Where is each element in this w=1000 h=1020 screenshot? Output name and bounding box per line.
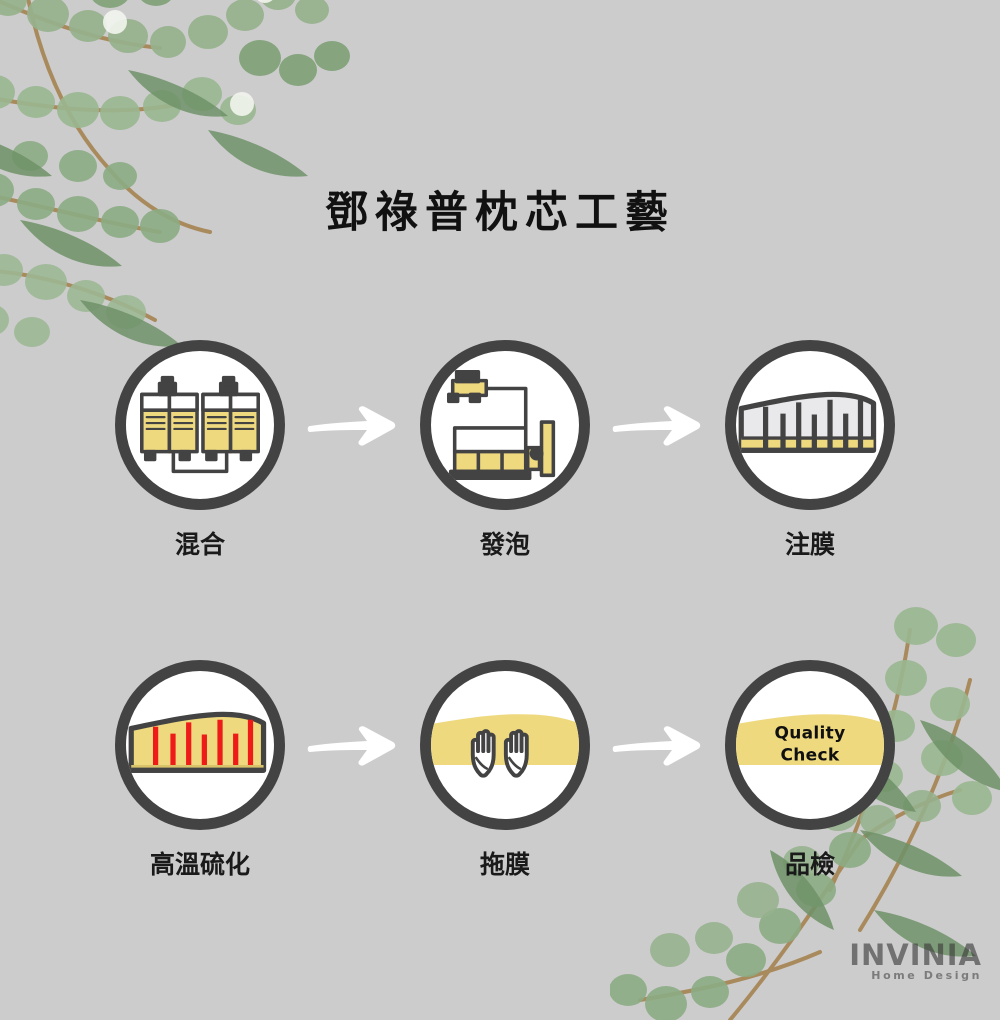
process-step-label: 拖膜 [479,850,530,879]
process-step-icon-circle: Quality Check [725,660,895,830]
foaming-machine-icon [446,369,556,481]
arrow-right-icon [307,406,395,446]
mold-injection-icon [738,391,877,453]
process-step-icon-circle [420,340,590,510]
process-row-bottom: 高溫硫化 [95,660,915,980]
quality-check-icon [736,714,884,766]
quality-check-text: Quality Check [736,723,884,767]
page-title: 鄧祿普枕芯工藝 [325,188,675,238]
process-step-label: 高溫硫化 [149,850,250,879]
flow-arrow-2 [605,340,710,510]
arrow-right-icon [307,726,395,766]
process-step-label: 品檢 [784,850,835,879]
process-step-mixing[interactable]: 混合 [100,340,300,561]
brand-logo: INVINIA Home Design [849,938,982,982]
process-step-icon-circle [420,660,590,830]
flow-arrow-4 [605,660,710,830]
vulcanization-icon [128,711,267,773]
process-step-demolding[interactable]: 拖膜 [405,660,605,881]
process-step-foaming[interactable]: 發泡 [405,340,605,561]
flow-arrow-3 [300,660,405,830]
process-step-label: 注膜 [784,530,835,559]
brand-name: INVINIA [849,938,982,972]
process-step-icon-circle [115,340,285,510]
process-flow-diagram: 混合 [95,340,915,980]
brand-tagline: Home Design [871,969,982,982]
demolding-hands-icon [431,714,579,778]
process-row-top: 混合 [95,340,915,660]
flow-arrow-1 [300,340,405,510]
process-step-icon-circle [725,340,895,510]
arrow-right-icon [612,406,700,446]
arrow-right-icon [612,726,700,766]
quality-check-line2: Check [780,745,840,765]
quality-check-line1: Quality [774,723,846,744]
process-step-vulcanization[interactable]: 高溫硫化 [100,660,300,881]
process-step-label: 發泡 [479,530,530,559]
process-step-mold-injection[interactable]: 注膜 [710,340,910,561]
process-step-quality-check[interactable]: Quality Check 品檢 [710,660,910,881]
process-step-icon-circle [115,660,285,830]
mixing-tanks-icon [140,375,260,474]
process-step-label: 混合 [174,530,225,559]
